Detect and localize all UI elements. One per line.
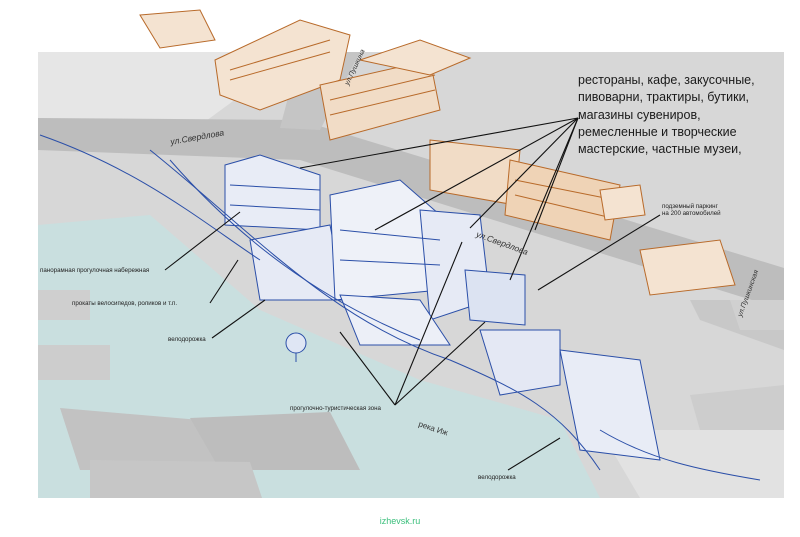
block	[190, 412, 360, 470]
services-line: рестораны, кафе, закусочные,	[578, 73, 755, 87]
services-line: ремесленные и творческие	[578, 124, 737, 139]
embankment-annotation: панорамная прогулочная набережная	[40, 267, 150, 274]
orange-buildings	[139, 9, 736, 296]
parking-line-1: подземный паркинг	[662, 203, 718, 210]
blue-complex	[39, 134, 761, 481]
road-right	[690, 300, 784, 350]
block	[690, 385, 784, 430]
services-line: магазины сувениров,	[578, 107, 701, 122]
bike-path-annotation-left: велодорожка	[168, 336, 206, 343]
leader-lines	[164, 117, 661, 471]
rentals-annotation: прокаты велосипедов, роликов и т.п.	[72, 300, 178, 307]
road-sverdlova	[38, 118, 784, 310]
parking-line-2: на 200 автомобилей	[662, 210, 721, 218]
services-line: пивоварни, трактиры, бутики,	[578, 90, 750, 105]
block	[38, 345, 110, 380]
bike-path-annotation-bottom: велодорожка	[478, 474, 516, 481]
block	[38, 290, 90, 320]
block	[90, 460, 262, 498]
source-footer: izhevsk.ru	[379, 516, 421, 526]
services-annotation: рестораны, кафе, закусочные, пивоварни, …	[578, 72, 788, 158]
services-line: мастерские, частные музеи,	[578, 142, 742, 156]
parking-annotation: подземный паркинг на 200 автомобилей	[662, 203, 721, 217]
tourist-zone-annotation: прогулочно-туристическая зона	[290, 405, 381, 412]
block	[730, 300, 784, 330]
